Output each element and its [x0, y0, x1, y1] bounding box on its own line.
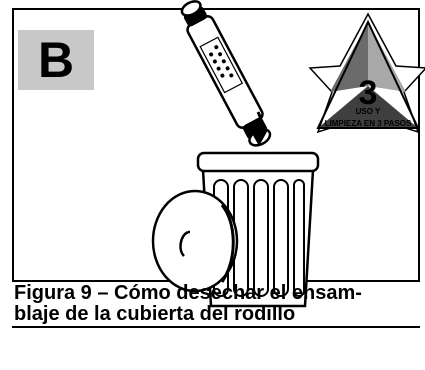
down-arrow-icon — [250, 111, 268, 146]
trash-can-lid-icon — [151, 189, 239, 293]
step-label-box: B — [18, 30, 94, 90]
badge-line1: USO Y — [356, 107, 381, 116]
step-letter: B — [37, 32, 75, 88]
badge-number: 3 — [359, 74, 378, 112]
roller-cover-assembly-icon — [180, 0, 272, 147]
three-step-badge-icon: 3 USO Y LIMPIEZA EN 3 PASOS — [308, 12, 425, 134]
caption-line-2: blaje de la cubierta del rodillo — [14, 303, 296, 325]
badge-line2: LIMPIEZA EN 3 PASOS — [325, 119, 412, 128]
figure-caption: Figura 9 – Cómo desechar el ensam- blaje… — [14, 283, 414, 325]
caption-line-1: Figura 9 – Cómo desechar el ensam- — [14, 282, 362, 304]
caption-underline — [12, 326, 420, 328]
